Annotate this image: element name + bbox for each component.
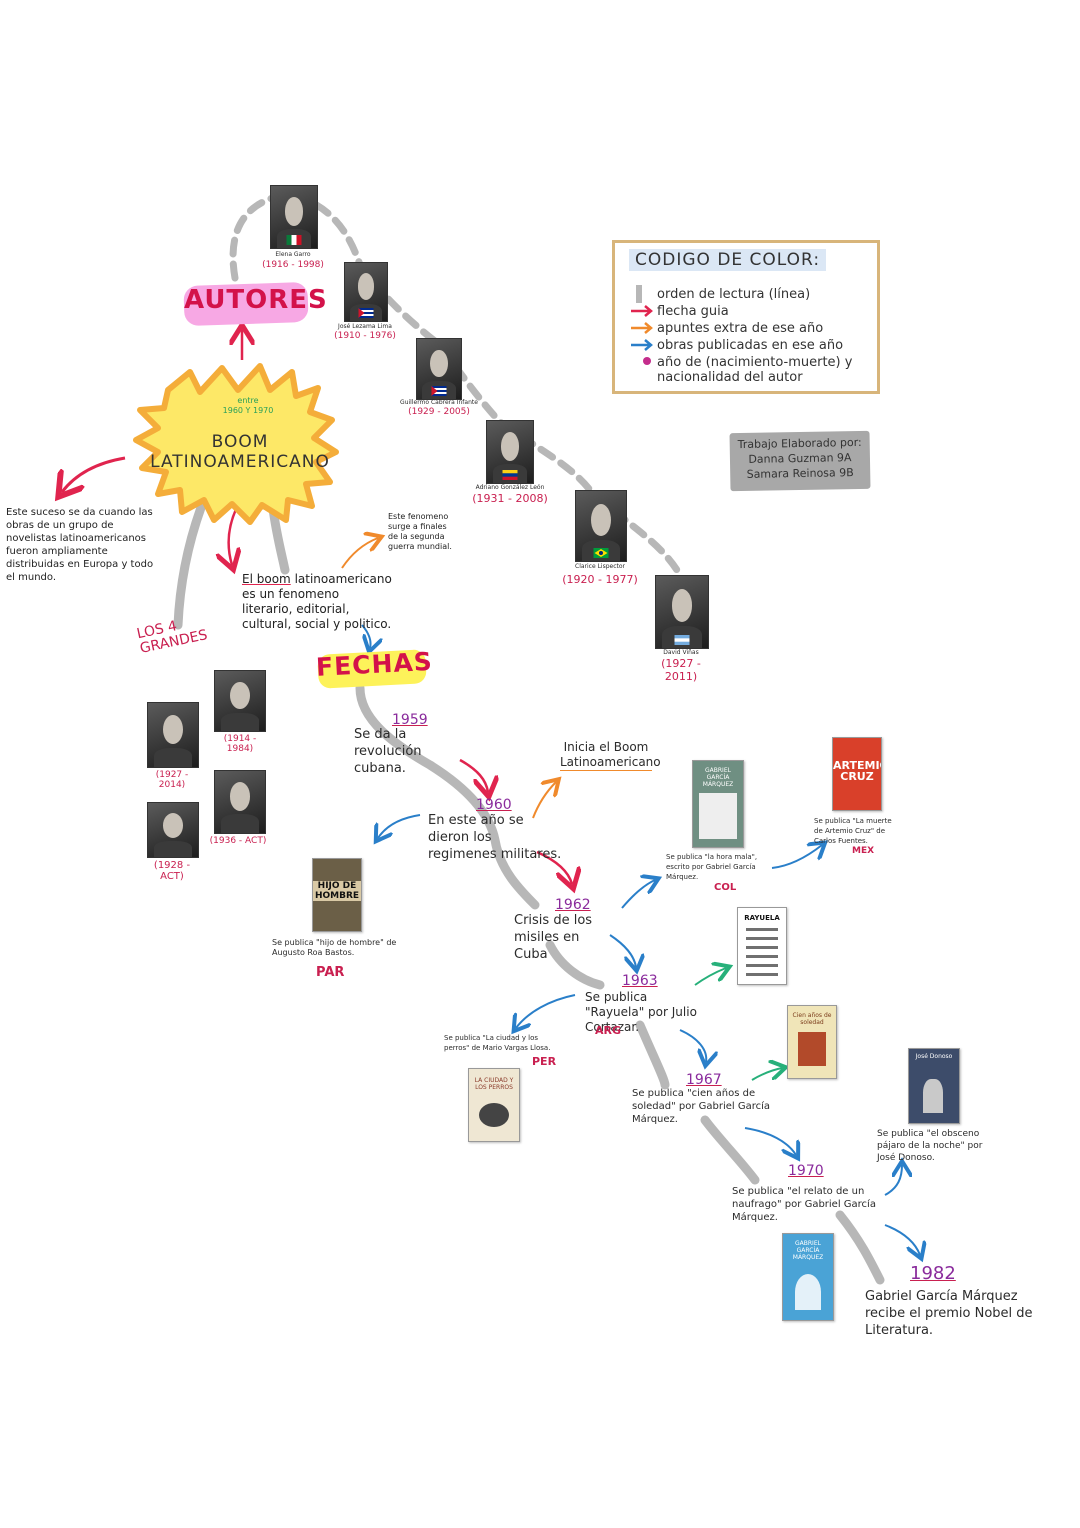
- boom-starburst: [133, 363, 339, 525]
- work-country-mex: MEX: [852, 846, 875, 856]
- legend-item-line: orden de lectura (línea): [657, 287, 811, 302]
- author-years-gonzalez-leon: (1931 - 2008): [472, 492, 548, 505]
- book-cover-ciudad-perros: LA CIUDAD Y LOS PERROS: [468, 1068, 520, 1142]
- author-years-cabrera-infante: (1929 - 2005): [408, 407, 470, 417]
- event-1970: Se publica "el relato de un naufrago" po…: [732, 1186, 876, 1223]
- flag-cuba-icon: [431, 386, 447, 396]
- flag-brazil-icon: [593, 548, 609, 558]
- grande-years-2: (1927 - 2014): [155, 770, 189, 790]
- grande-years-4: (1928 - ACT): [153, 860, 191, 882]
- dot-icon: [643, 357, 651, 365]
- author-years-clarice-lispector: (1920 - 1977): [562, 573, 638, 586]
- work-country-col: COL: [714, 882, 737, 893]
- author-photo-gonzalez-leon: [486, 420, 534, 484]
- color-legend: CODIGO DE COLOR: orden de lectura (línea…: [612, 240, 880, 394]
- grande-years-1: (1914 - 1984): [223, 734, 257, 754]
- grande-photo-3: [214, 770, 266, 834]
- event-1962: Crisis de los misiles en Cuba: [514, 913, 593, 962]
- year-1962: 1962: [555, 897, 591, 913]
- war-note: Este fenomeno surge a finales de la segu…: [388, 512, 452, 551]
- work-text-la-hora-mala: Se publica "la hora mala", escrito por G…: [666, 853, 758, 881]
- author-years-lezama-lima: (1910 - 1976): [334, 331, 396, 341]
- author-name-cabrera-infante: Guillermo Cabrera Infante: [400, 399, 478, 406]
- event-1982: Gabriel García Márquez recibe el premio …: [865, 1289, 1033, 1338]
- legend-item-dot: año de (nacimiento-muerte) y nacionalida…: [657, 355, 853, 385]
- credits-author-2: Samara Reinosa 9B: [746, 466, 854, 481]
- author-years-david-vinas: (1927 - 2011): [661, 657, 701, 683]
- flag-argentina-icon: [674, 635, 690, 645]
- work-text-obsceno-pajaro: Se publica "el obsceno pájaro de la noch…: [877, 1129, 983, 1163]
- author-years-elena-garro: (1916 - 1998): [262, 260, 324, 270]
- credits-box: Trabajo Elaborado por: Danna Guzman 9A S…: [729, 430, 871, 492]
- book-cover-obsceno-pajaro: José Donoso: [908, 1048, 960, 1124]
- country-1963: ARG: [595, 1024, 622, 1037]
- author-photo-david-vinas: [655, 575, 709, 649]
- grande-years-3: (1936 - ACT): [209, 836, 267, 846]
- author-photo-lezama-lima: [344, 262, 388, 322]
- legend-item-arrow: flecha guia: [657, 304, 729, 319]
- boom-period: entre 1960 Y 1970: [213, 396, 283, 416]
- year-1982: 1982: [910, 1263, 956, 1284]
- gray-line-icon: [636, 285, 642, 303]
- grande-photo-1: [214, 670, 266, 732]
- left-note: Este suceso se da cuando las obras de un…: [6, 507, 154, 583]
- author-photo-cabrera-infante: [416, 338, 462, 400]
- flag-mexico-icon: [286, 235, 302, 245]
- year-1963: 1963: [622, 973, 658, 989]
- reading-line-timeline: [355, 683, 885, 1285]
- book-cover-cien-anos: Cien años de soledad: [787, 1005, 837, 1079]
- work-country-par: PAR: [316, 965, 345, 980]
- book-cover-relato-naufrago: GABRIEL GARCÍA MÁRQUEZ: [782, 1233, 834, 1321]
- boom-title-line1: BOOM: [211, 432, 269, 452]
- boom-years: 1960 Y 1970: [222, 406, 274, 415]
- legend-item-works: obras publicadas en ese año: [657, 338, 844, 353]
- fechas-label: FECHAS: [315, 646, 434, 682]
- book-cover-artemio-cruz: ARTEMIO CRUZ: [832, 737, 882, 811]
- author-photo-clarice-lispector: [575, 490, 627, 562]
- work-text-artemio-cruz: Se publica "La muerte de Artemio Cruz" d…: [814, 817, 892, 845]
- boom-definition: El boom latinoamericano es un fenomeno l…: [242, 572, 392, 632]
- boom-entre: entre: [237, 396, 259, 405]
- work-text-ciudad-perros: Se publica "La ciudad y los perros" de M…: [444, 1034, 551, 1052]
- flag-cuba-icon: [358, 308, 374, 318]
- legend-title: CODIGO DE COLOR:: [629, 249, 827, 271]
- book-cover-hijo-de-hombre: HIJO DE HOMBRE: [312, 858, 362, 932]
- book-cover-rayuela: RAYUELA: [737, 907, 787, 985]
- year-1960: 1960: [476, 797, 512, 813]
- boom-title-line2: LATINOAMERICANO: [150, 452, 330, 472]
- author-name-lezama-lima: José Lezama Lima: [338, 323, 392, 330]
- event-1963: Se publica "Rayuela" por Julio Cortazar.: [585, 990, 697, 1034]
- year-1970: 1970: [788, 1163, 824, 1179]
- autores-label: AUTORES: [184, 285, 328, 315]
- note-boom-start: Inicia el Boom Latinoamericano: [560, 740, 661, 771]
- definition-rest: latinoamericano es un fenomeno literario…: [242, 572, 392, 631]
- event-1967: Se publica "cien años de soledad" por Ga…: [632, 1088, 771, 1125]
- boom-title: BOOM LATINOAMERICANO: [140, 432, 340, 472]
- legend-item-notes: apuntes extra de ese año: [657, 321, 824, 336]
- author-photo-elena-garro: [270, 185, 318, 249]
- definition-underlined: El boom: [242, 572, 291, 586]
- event-1960: En este año se dieron los regimenes mili…: [428, 813, 562, 862]
- grande-photo-4: [147, 802, 199, 858]
- grande-photo-2: [147, 702, 199, 768]
- author-name-david-vinas: David Viñas: [663, 649, 699, 656]
- author-name-elena-garro: Elena Garro: [275, 251, 311, 258]
- work-country-per: PER: [532, 1055, 557, 1068]
- book-cover-la-hora-mala: GABRIEL GARCÍA MÁRQUEZ: [692, 760, 744, 848]
- blue-arrow-icon: [631, 339, 653, 351]
- flag-venezuela-icon: [502, 470, 518, 480]
- orange-arrow-icon: [631, 322, 653, 334]
- year-1959: 1959: [392, 712, 428, 728]
- author-name-gonzalez-leon: Adriano González León: [475, 484, 545, 491]
- year-1967: 1967: [686, 1072, 722, 1088]
- red-arrow-icon: [631, 305, 653, 317]
- author-name-clarice-lispector: Clarice Lispector: [575, 563, 625, 570]
- event-1959: Se da la revolución cubana.: [354, 727, 422, 776]
- work-text-hijo-de-hombre: Se publica "hijo de hombre" de Augusto R…: [272, 938, 397, 957]
